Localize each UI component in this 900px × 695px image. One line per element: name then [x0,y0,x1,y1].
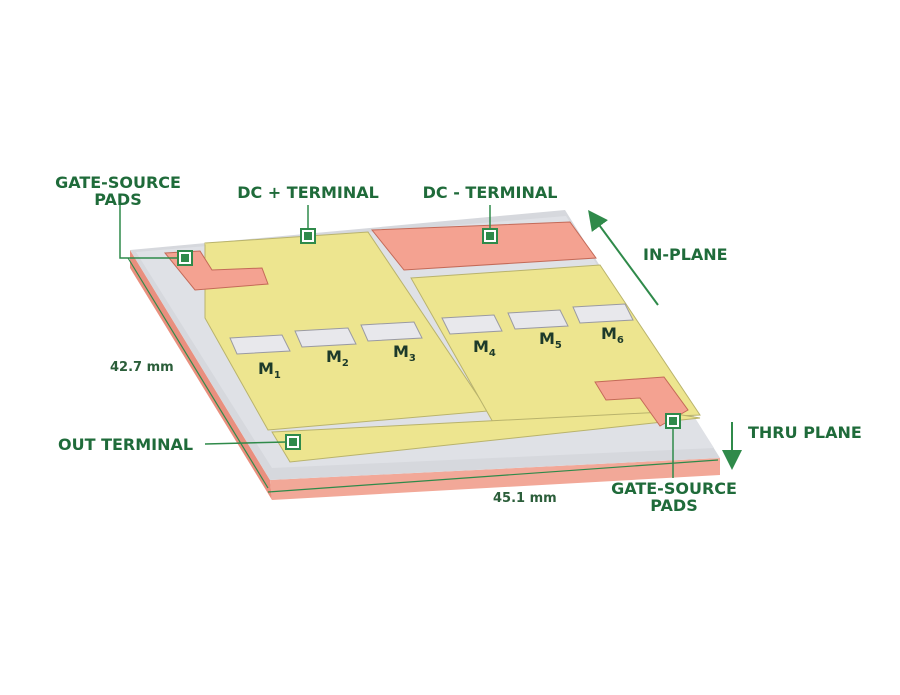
depth-dimension-line [127,257,269,489]
out-terminal-strip [271,411,701,463]
die-4 [441,314,503,335]
dc-plus-label: DC + TERMINAL [237,183,379,202]
module-label-2: M2 [326,347,349,369]
module-label-4: M4 [473,337,496,359]
module-labels: M1 M2 M3 M4 M5 M6 [258,324,624,381]
callout-labels: GATE-SOURCE PADS DC + TERMINAL DC - TERM… [55,173,862,515]
module-label-6: M6 [601,324,624,346]
width-dimension-label: 45.1 mm [493,491,557,506]
gate-source-top-label-line1: GATE-SOURCE [55,173,181,192]
leaders [119,204,674,478]
direction-arrows [588,209,742,470]
leader-out-terminal [204,441,287,445]
dc-minus-label: DC - TERMINAL [423,183,558,202]
module-label-1: M1 [258,359,281,381]
module-label-5: M5 [539,329,562,351]
die-1 [229,334,291,355]
width-dimension-line [267,459,719,493]
thru-plane-label: THRU PLANE [748,423,862,442]
gate-source-bottom-label-line1: GATE-SOURCE [611,479,737,498]
module-label-3: M3 [393,342,416,364]
gate-source-top-label-line2: PADS [94,190,141,209]
in-plane-label: IN-PLANE [643,245,728,264]
die-3 [360,321,423,342]
gate-source-bottom-label-line2: PADS [650,496,697,515]
die-6 [572,303,634,324]
dimension-lines [127,257,719,493]
markers [177,228,681,450]
gate-source-pad-bottom [594,376,689,427]
leader-gate-source-top [119,204,178,259]
dies [229,303,634,355]
out-terminal-label: OUT TERMINAL [58,435,193,454]
in-plane-arrow [588,209,659,306]
dc-minus-pad [370,221,597,271]
depth-dimension-label: 42.7 mm [110,360,174,375]
die-2 [294,327,357,348]
die-5 [507,309,569,330]
